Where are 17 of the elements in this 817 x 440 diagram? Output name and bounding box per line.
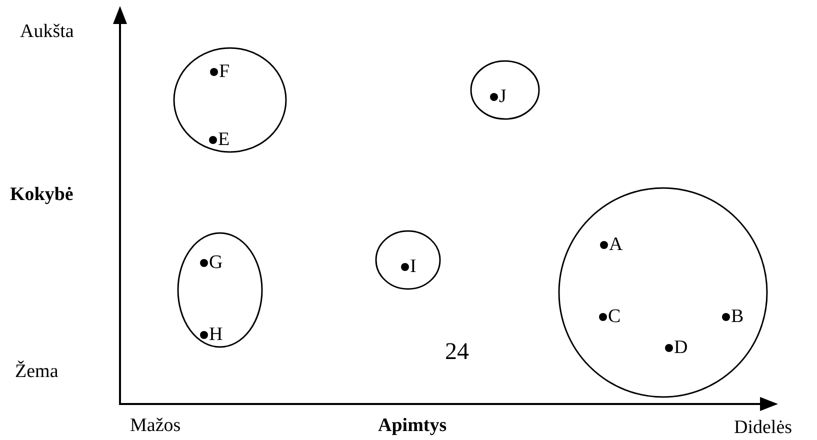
point-label: J [499, 87, 506, 106]
axis-title: Kokybė [10, 185, 74, 204]
point-label: D [674, 338, 688, 357]
axis-tick-label: Žema [15, 362, 58, 381]
axis-tick-label: Didelės [734, 418, 792, 437]
axis-tick-label: Aukšta [20, 22, 74, 41]
point-label: H [209, 325, 223, 344]
axis-tick-label: Mažos [130, 416, 181, 435]
point-label: F [219, 62, 230, 81]
point-label: A [609, 235, 623, 254]
page-number: 24 [445, 340, 469, 364]
point-label: E [218, 130, 230, 149]
axis-title: Apimtys [378, 416, 447, 435]
point-label: C [608, 307, 621, 326]
point-label: B [731, 307, 744, 326]
point-label: I [410, 257, 416, 276]
point-label: G [209, 253, 223, 272]
